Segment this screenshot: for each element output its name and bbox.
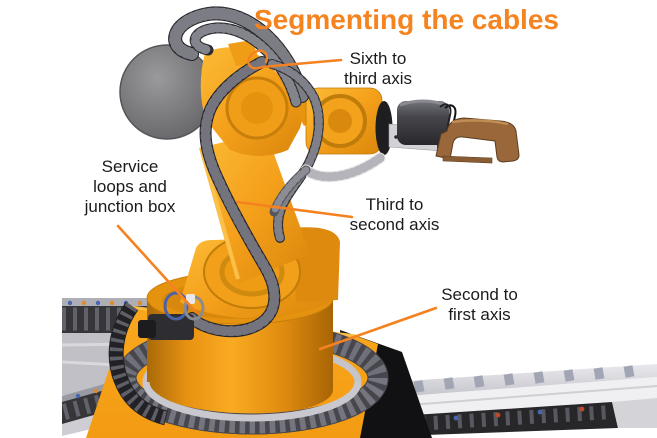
linear-track-front [338,364,657,438]
label-line: Service [101,157,159,176]
label-line: second axis [349,215,440,234]
robot-wrist [288,86,393,155]
label-service-loops-junction-box: Service loops and junction box [55,157,205,217]
label-line: Second to [441,285,518,304]
annotation-leader-lines [116,49,438,351]
welding-gun-end-effector [388,99,520,164]
page-title: Segmenting the cables [254,4,559,35]
c-clamp-arm [435,117,520,164]
robot-shoulder [119,40,303,157]
service-loops-junction-box [108,291,205,426]
cable-dress-pack [168,6,386,338]
label-second-to-first-axis: Second to first axis [407,285,552,325]
label-line: third axis [343,69,413,88]
leader-sixth-to-third [260,58,343,69]
label-line: Sixth to [349,49,407,68]
robot-lower-arm [199,132,310,284]
label-line: loops and [93,177,167,196]
label-line: Third to [365,195,424,214]
cable-highlight-loop [247,49,269,70]
leader-third-to-second [235,200,354,219]
leader-service-loops [116,224,198,314]
label-third-to-second-axis: Third to second axis [322,195,467,235]
label-line: junction box [84,197,176,216]
label-sixth-to-third-axis: Sixth to third axis [308,49,448,89]
label-line: first axis [448,305,511,324]
counterweight-disc [119,44,215,140]
leader-second-to-first [318,306,438,351]
